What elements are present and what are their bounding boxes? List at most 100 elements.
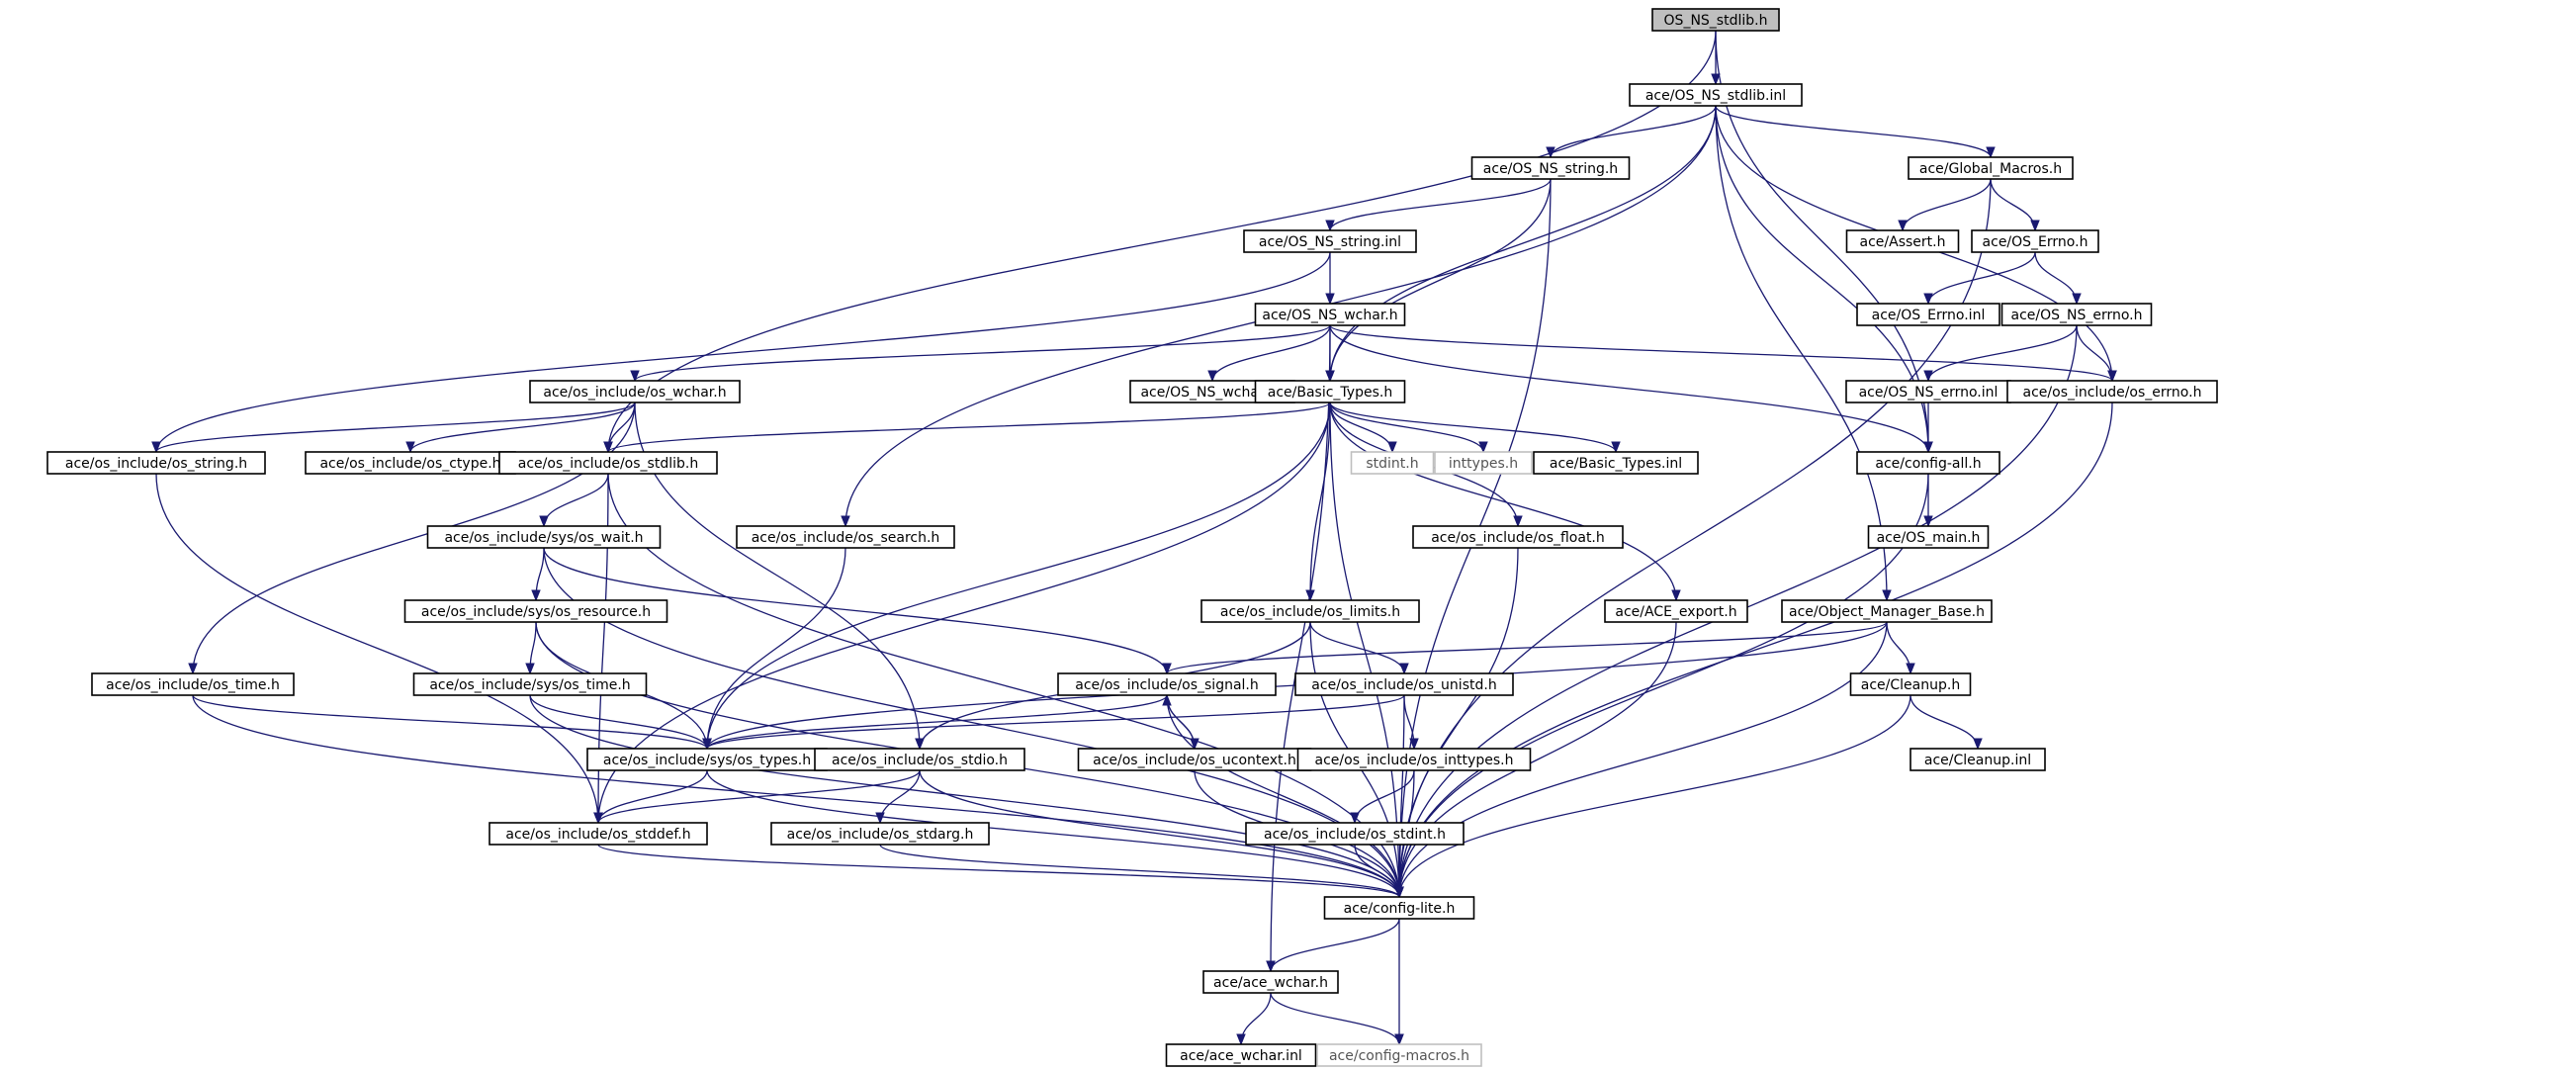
node-basic-types-inl[interactable]: ace/Basic_Types.inl [1533, 451, 1699, 475]
edge-arrowhead [1399, 663, 1409, 675]
node-box [770, 822, 990, 846]
edge-os-ns-wchar-h-to-oi-os-errno-h [1329, 324, 2113, 382]
edge-arrowhead [1325, 220, 1335, 232]
edge-arrowhead [1207, 370, 1217, 383]
node-ace-wchar-inl[interactable]: ace/ace_wchar.inl [1165, 1043, 1317, 1067]
node-config-lite-h[interactable]: ace/config-lite.h [1323, 896, 1475, 920]
node-stdint-h[interactable]: stdint.h [1350, 451, 1435, 475]
node-box [1856, 451, 2000, 475]
edge-oi-os-unistd-h-to-config-lite-h [1398, 694, 1405, 898]
node-oi-os-wchar-h[interactable]: ace/os_include/os_wchar.h [529, 380, 741, 403]
edge-arrowhead [1973, 738, 1983, 751]
node-oi-os-stddef-h[interactable]: ace/os_include/os_stddef.h [489, 822, 708, 846]
node-label: ace/os_include/os_stdint.h [1264, 827, 1446, 843]
node-box [1254, 303, 1406, 326]
node-basic-types-h[interactable]: ace/Basic_Types.h [1254, 380, 1406, 403]
node-os-main-h[interactable]: ace/OS_main.h [1867, 525, 1990, 549]
node-cleanup-h[interactable]: ace/Cleanup.h [1849, 672, 1972, 696]
node-label: ace/OS_NS_wchar.inl [1140, 385, 1284, 401]
node-oi-os-ucontext-h[interactable]: ace/os_include/os_ucontext.h [1077, 748, 1312, 771]
node-os-ns-wchar-h[interactable]: ace/OS_NS_wchar.h [1254, 303, 1406, 326]
edge-arrowhead [1409, 738, 1419, 751]
node-assert-h[interactable]: ace/Assert.h [1845, 229, 1960, 253]
node-box [1165, 1043, 1317, 1067]
node-label: ace/os_include/os_search.h [752, 530, 940, 546]
node-os-errno-h[interactable]: ace/OS_Errno.h [1971, 229, 2099, 253]
node-config-all-h[interactable]: ace/config-all.h [1856, 451, 2000, 475]
node-ace-wchar-h[interactable]: ace/ace_wchar.h [1202, 970, 1339, 994]
node-label: ace/os_include/sys/os_types.h [603, 753, 811, 768]
node-label: ace/os_include/sys/os_time.h [429, 677, 630, 693]
node-oi-sys-os-types-h[interactable]: ace/os_include/sys/os_types.h [586, 748, 828, 771]
edge-arrowhead [1898, 220, 1908, 232]
node-oi-sys-os-resource-h[interactable]: ace/os_include/sys/os_resource.h [403, 599, 668, 623]
node-oi-os-errno-h[interactable]: ace/os_include/os_errno.h [2006, 380, 2218, 403]
node-os-ns-errno-inl[interactable]: ace/OS_NS_errno.inl [1845, 380, 2011, 403]
node-oi-os-signal-h[interactable]: ace/os_include/os_signal.h [1057, 672, 1277, 696]
edge-oi-os-stdio-h-to-oi-os-stdarg-h [879, 769, 921, 824]
node-label: ace/OS_NS_errno.h [2010, 308, 2142, 323]
edge-arrowhead [1236, 1033, 1246, 1046]
edge-oi-os-wchar-h-to-oi-os-string-h [155, 402, 636, 453]
node-oi-os-stdio-h[interactable]: ace/os_include/os_stdio.h [814, 748, 1025, 771]
node-config-macros-h[interactable]: ace/config-macros.h [1316, 1043, 1482, 1067]
node-os-ns-string-inl[interactable]: ace/OS_NS_string.inl [1243, 229, 1417, 253]
node-root[interactable]: OS_NS_stdlib.h [1651, 8, 1780, 32]
node-box [1781, 599, 1993, 623]
edge-oi-os-wchar-h-to-oi-os-ctype-h [409, 402, 636, 453]
edge-arrowhead [702, 738, 712, 751]
node-layer: OS_NS_stdlib.h ace/OS_NS_stdlib.inl ace/OS… [46, 8, 2218, 1067]
node-box [1200, 599, 1420, 623]
edge-arrowhead [151, 441, 161, 454]
node-label: inttypes.h [1449, 456, 1518, 472]
node-os-ns-wchar-inl[interactable]: ace/OS_NS_wchar.inl [1129, 380, 1295, 403]
edge-basic-types-h-to-oi-os-limits-h [1309, 402, 1331, 601]
node-label: ace/ACE_export.h [1615, 604, 1736, 620]
edge-stdlib-inl-to-object-manager-base-h [1715, 105, 1888, 601]
node-inttypes-h[interactable]: inttypes.h [1434, 451, 1533, 475]
edge-arrowhead [603, 441, 613, 454]
node-oi-os-limits-h[interactable]: ace/os_include/os_limits.h [1200, 599, 1420, 623]
node-oi-os-stdarg-h[interactable]: ace/os_include/os_stdarg.h [770, 822, 990, 846]
node-label: ace/Object_Manager_Base.h [1789, 604, 1985, 620]
node-box [2000, 303, 2153, 326]
node-os-ns-string-h[interactable]: ace/OS_NS_string.h [1470, 156, 1631, 180]
node-object-manager-base-h[interactable]: ace/Object_Manager_Base.h [1781, 599, 1993, 623]
edge-stdlib-inl-to-basic-types-h [1329, 105, 1717, 382]
node-cleanup-inl[interactable]: ace/Cleanup.inl [1910, 748, 2046, 771]
node-stdlib-inl[interactable]: ace/OS_NS_stdlib.inl [1629, 83, 1803, 107]
node-label: ace/OS_main.h [1877, 530, 1981, 546]
node-oi-os-float-h[interactable]: ace/os_include/os_float.h [1412, 525, 1624, 549]
node-label: ace/os_include/os_string.h [65, 456, 247, 472]
node-oi-os-ctype-h[interactable]: ace/os_include/os_ctype.h [305, 451, 516, 475]
node-oi-sys-os-time-h[interactable]: ace/os_include/sys/os_time.h [412, 672, 648, 696]
node-oi-os-time-h[interactable]: ace/os_include/os_time.h [91, 672, 295, 696]
node-box [1856, 303, 2000, 326]
edge-oi-os-time-h-to-config-lite-h [192, 694, 1400, 898]
node-oi-os-inttypes-h[interactable]: ace/os_include/os_inttypes.h [1296, 748, 1532, 771]
node-box [1629, 83, 1803, 107]
edge-arrowhead [1162, 693, 1172, 706]
node-global-macros[interactable]: ace/Global_Macros.h [1908, 156, 2074, 180]
edge-object-manager-base-h-to-oi-os-signal-h [1166, 621, 1888, 674]
edge-arrowhead [525, 663, 535, 675]
node-label: ace/os_include/os_errno.h [2023, 385, 2202, 401]
edge-oi-os-search-h-to-oi-sys-os-types-h [706, 547, 846, 750]
node-ace-export-h[interactable]: ace/ACE_export.h [1604, 599, 1748, 623]
node-label: ace/os_include/os_stddef.h [505, 827, 690, 843]
node-oi-sys-os-wait-h[interactable]: ace/os_include/sys/os_wait.h [426, 525, 662, 549]
node-label: ace/Assert.h [1860, 234, 1946, 250]
node-oi-os-search-h[interactable]: ace/os_include/os_search.h [736, 525, 955, 549]
edge-oi-sys-os-time-h-to-oi-sys-os-types-h [529, 694, 708, 750]
node-os-errno-inl[interactable]: ace/OS_Errno.inl [1856, 303, 2000, 326]
node-label: ace/Basic_Types.h [1268, 385, 1392, 401]
node-os-ns-errno-h[interactable]: ace/OS_NS_errno.h [2000, 303, 2153, 326]
node-oi-os-stdint-h[interactable]: ace/os_include/os_stdint.h [1245, 822, 1465, 846]
edge-arrowhead [1986, 146, 1996, 159]
node-box [1910, 748, 2046, 771]
node-oi-os-stdlib-h[interactable]: ace/os_include/os_stdlib.h [498, 451, 718, 475]
edge-os-errno-h-to-os-errno-inl [1927, 251, 2036, 305]
node-oi-os-unistd-h[interactable]: ace/os_include/os_unistd.h [1294, 672, 1514, 696]
edge-oi-os-signal-h-to-oi-sys-os-types-h [706, 694, 1168, 750]
node-oi-os-string-h[interactable]: ace/os_include/os_string.h [46, 451, 266, 475]
